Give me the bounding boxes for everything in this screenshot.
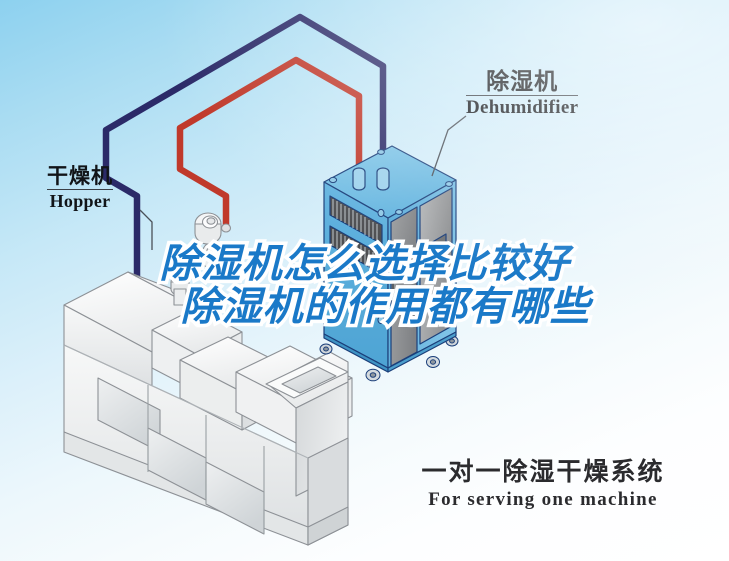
blower-unit [170,274,190,306]
callout-hopper-en: Hopper [47,189,113,210]
leader-dehumidifier [431,115,467,177]
caster-front-right [426,356,440,368]
return-air-pipe [102,13,387,348]
pipe-group [102,13,387,348]
hopper-machine [63,212,353,546]
access-door-left [390,206,418,367]
blower-neck [173,288,187,306]
vent-panel-lower [329,225,383,275]
callout-dehumidifier: 除湿机 Dehumidifier [466,68,579,118]
caster-rear-left [319,343,333,355]
system-caption: 一对一除湿干燥系统 For serving one machine [398,458,688,510]
panel-button-1 [430,262,437,276]
feed-duct [185,289,227,310]
dehumidifier-unit [319,145,459,382]
leader-hopper [139,209,153,250]
machine-right-base-front [307,506,349,546]
top-fittings [328,149,453,215]
motor-assembly [195,241,227,271]
system-caption-cn: 一对一除湿干燥系统 [421,458,665,486]
system-caption-en: For serving one machine [428,489,658,510]
callout-hopper-cn: 干燥机 [47,165,113,188]
vent-panel-upper [329,195,383,245]
leader-lines [139,115,467,250]
callout-dehumidifier-en: Dehumidifier [466,95,579,118]
dehumidifier-base-right [387,331,457,373]
end-platform-hole [281,366,337,394]
caster-front-left [365,368,381,382]
machine-top-edge [63,344,309,459]
display-digit-1 [431,244,437,257]
side-fittings [377,208,453,325]
blower-housing-2 [194,212,232,245]
pipe-socket-navy [376,167,390,191]
callout-dehumidifier-cn: 除湿机 [486,68,559,94]
pipe-socket-red [352,167,366,191]
supply-air-pipe [176,56,363,232]
display-digit-2 [437,241,443,254]
callout-hopper: 干燥机 Hopper [47,166,113,210]
